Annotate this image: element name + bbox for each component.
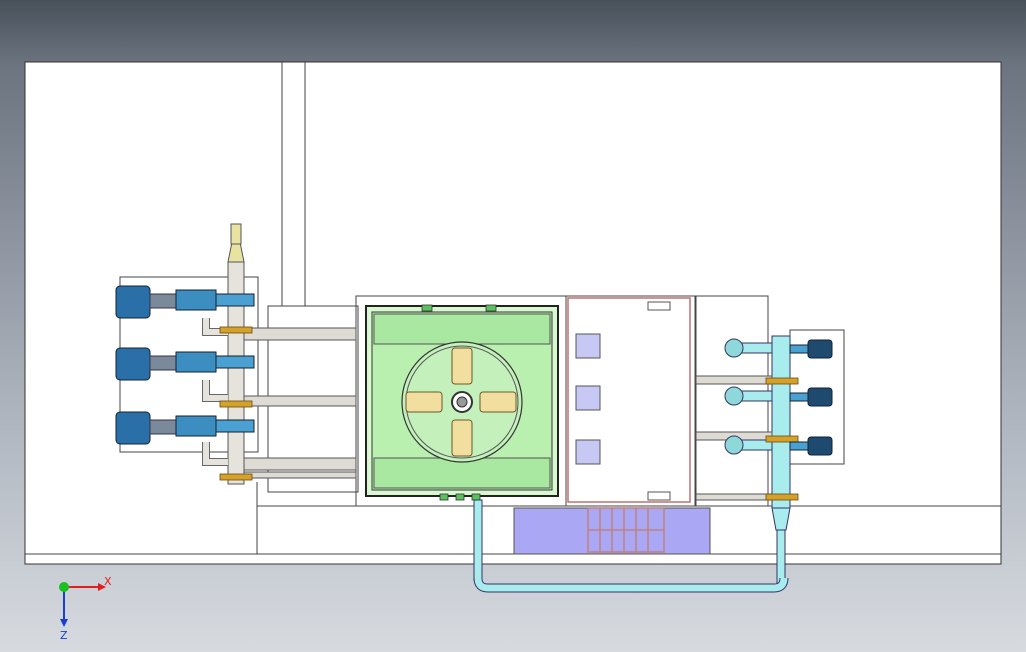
triad-x-label: X [104, 575, 112, 588]
flanges-left [219, 326, 253, 481]
pump-set-left-1 [115, 285, 255, 319]
pump-set-left-2 [115, 347, 255, 381]
tower-header-top [373, 313, 551, 345]
orientation-triad: X Z [59, 575, 112, 642]
flanges-right [765, 377, 799, 501]
stair-lines [587, 507, 665, 553]
filter-room-outline [567, 297, 691, 503]
fan-assembly [401, 341, 523, 463]
pump-set-right [789, 339, 833, 456]
filter-windows [575, 333, 601, 465]
triad-origin [59, 582, 69, 592]
triad-z-label: Z [60, 629, 68, 642]
building-outline [25, 62, 1001, 555]
tower-nozzles [421, 304, 497, 501]
hatch-top [647, 301, 671, 311]
pump-set-left-3 [115, 411, 255, 445]
hatch-bottom [647, 491, 671, 501]
triad-x-arrow-head [98, 583, 106, 591]
triad-z-arrow-head [60, 619, 68, 627]
tower-header-bottom [373, 457, 551, 489]
